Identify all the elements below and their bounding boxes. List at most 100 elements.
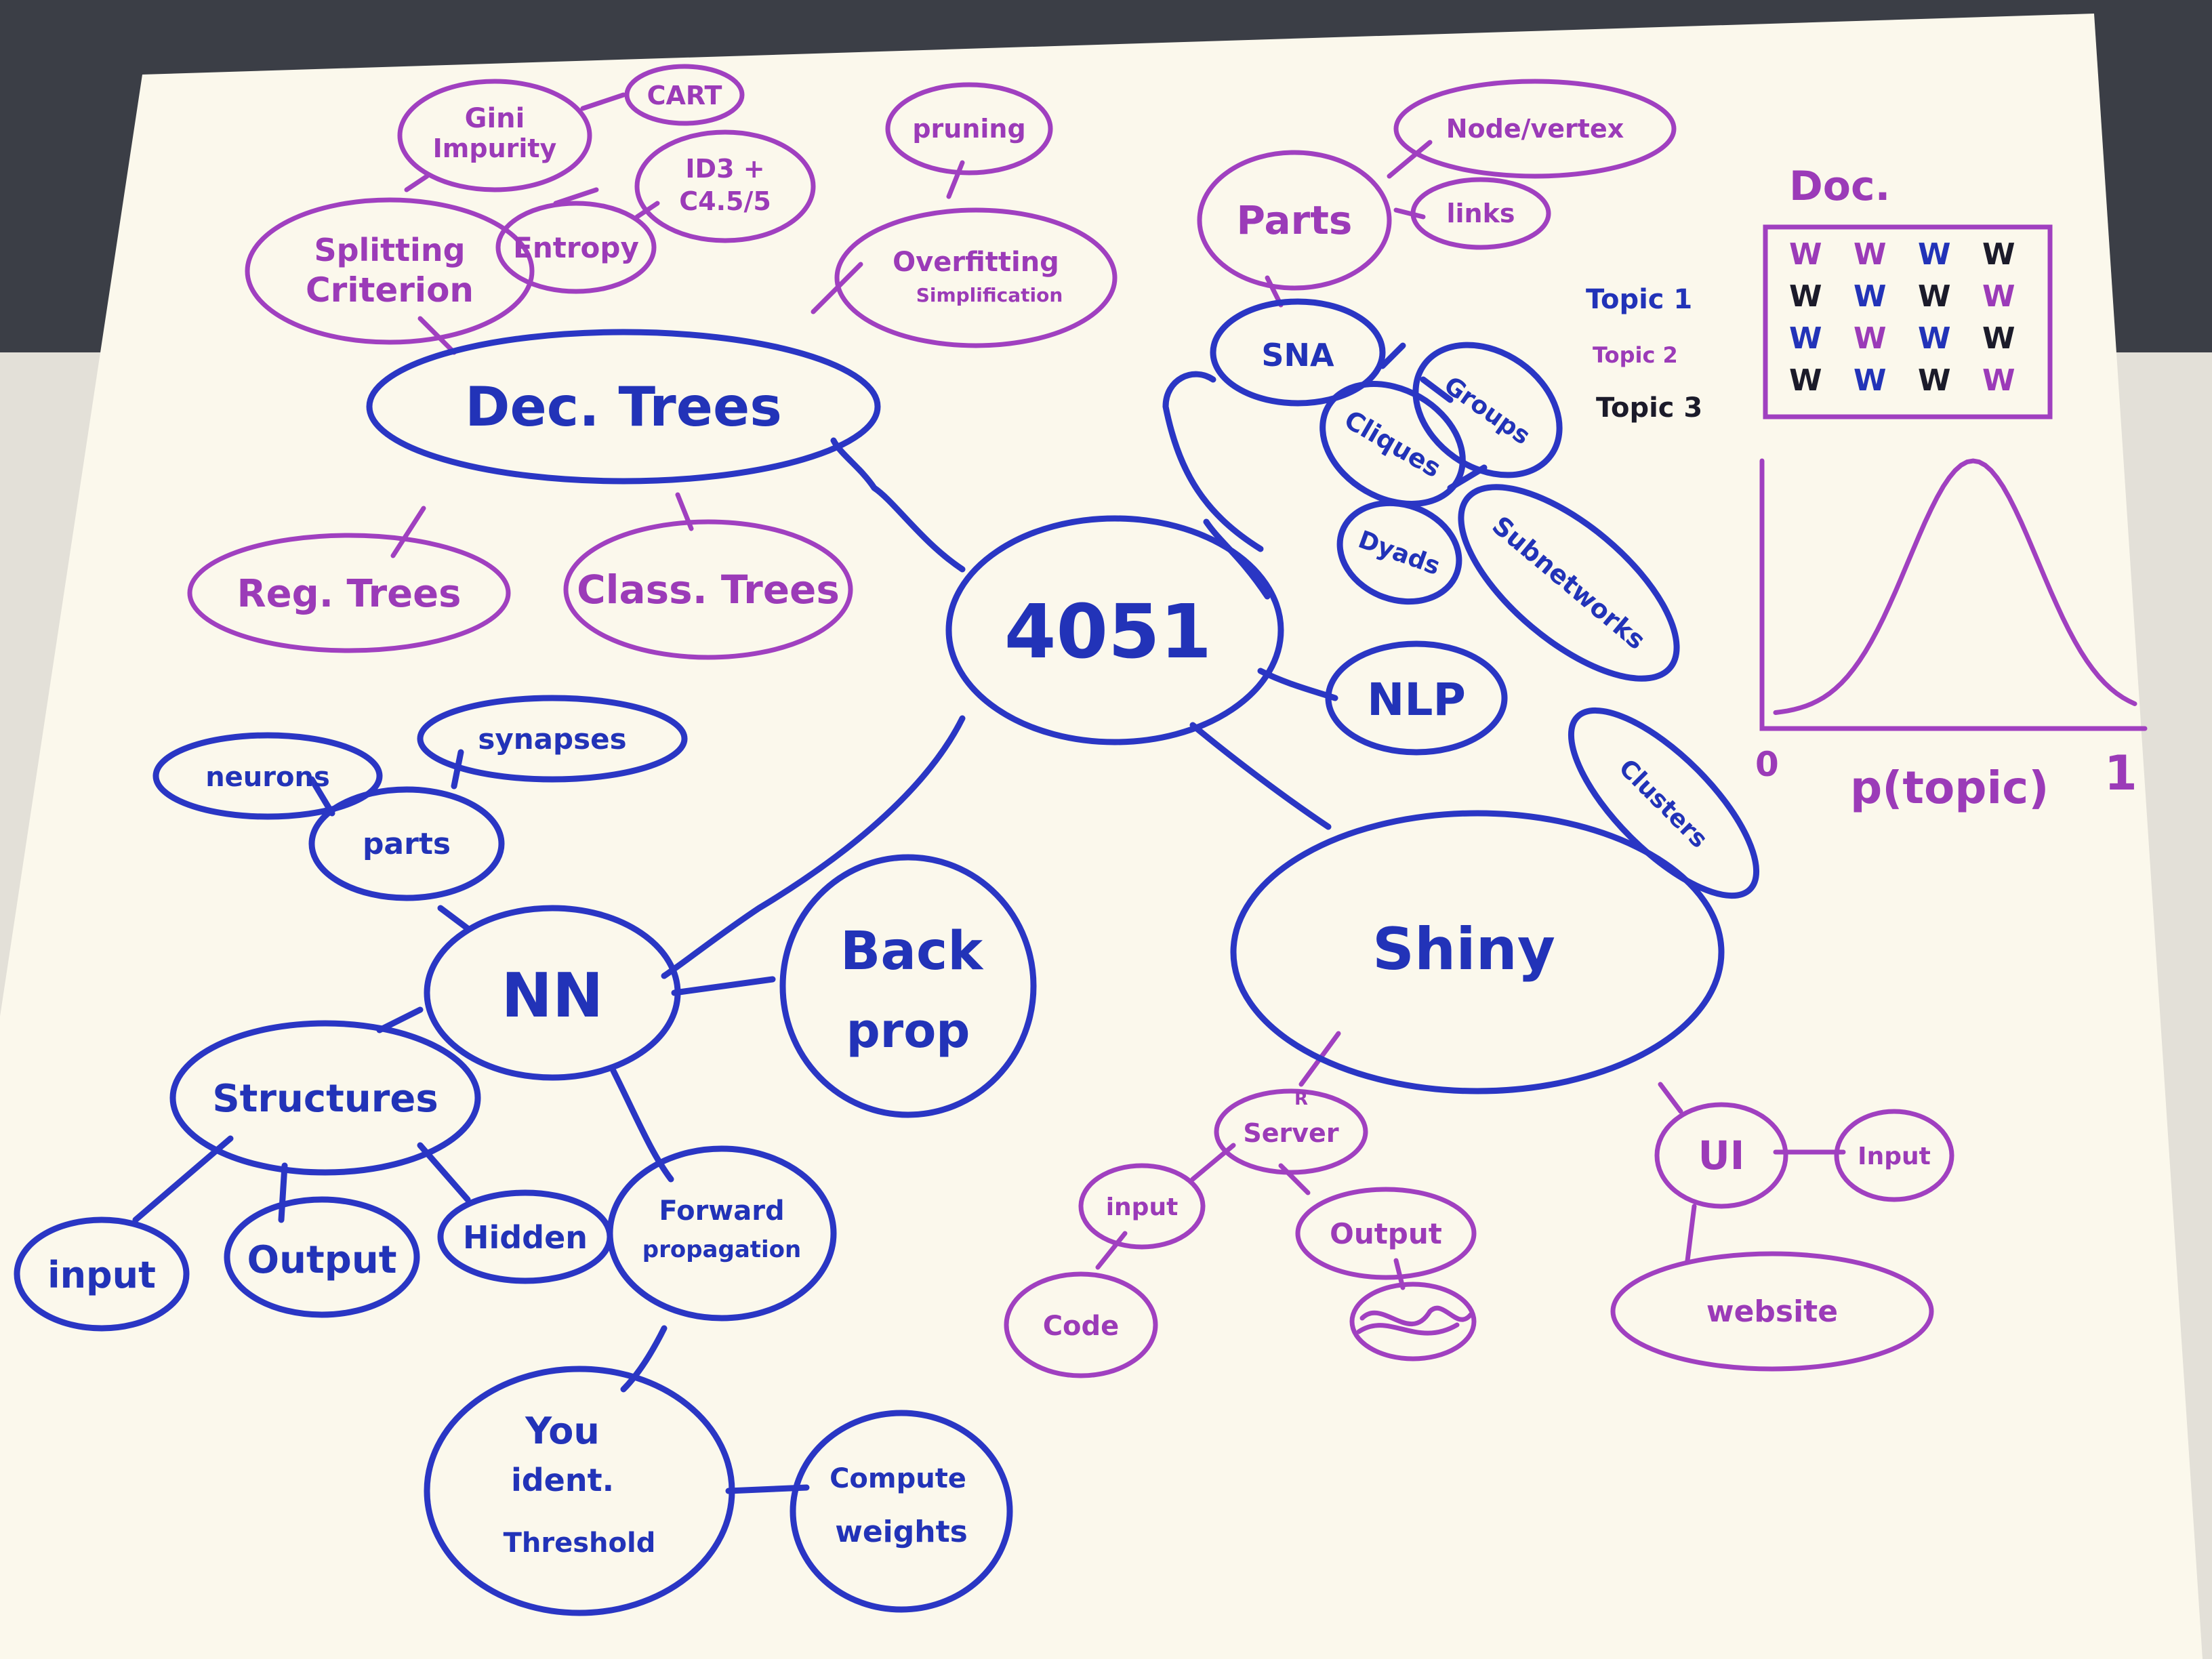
svg-text:Code: Code xyxy=(1043,1311,1120,1342)
node-forward-propagation: Forward propagation xyxy=(607,1145,837,1322)
node-website: website xyxy=(1610,1251,1934,1372)
svg-text:website: website xyxy=(1706,1294,1838,1329)
svg-text:Threshold: Threshold xyxy=(504,1528,656,1559)
svg-text:Structures: Structures xyxy=(212,1077,438,1121)
svg-text:Server: Server xyxy=(1243,1118,1338,1148)
bell-curve xyxy=(1773,458,2137,715)
svg-text:Simplification: Simplification xyxy=(916,284,1063,306)
node-entropy: Entropy xyxy=(495,201,657,294)
svg-text:NLP: NLP xyxy=(1367,674,1466,726)
node-gini-impurity: Gini Impurity xyxy=(397,79,592,192)
svg-text:C4.5/5: C4.5/5 xyxy=(679,186,771,216)
svg-text:Shiny: Shiny xyxy=(1372,916,1555,983)
word-glyph: W xyxy=(1918,237,1951,272)
node-shiny: Shiny xyxy=(1230,810,1725,1094)
node-output-nn: Output xyxy=(224,1196,420,1318)
node-input-server: input xyxy=(1078,1163,1206,1250)
node-node-vertex: Node/vertex xyxy=(1393,79,1677,179)
topic-distribution-curve: 0 1 p(topic) xyxy=(1755,458,2148,814)
node-nn: NN xyxy=(424,905,681,1081)
node-dec-trees: Dec. Trees xyxy=(366,329,881,485)
svg-text:Criterion: Criterion xyxy=(306,270,474,310)
node-backprop: Back prop xyxy=(779,854,1037,1118)
svg-text:4051: 4051 xyxy=(1004,588,1212,675)
scribbled-out-node xyxy=(1349,1282,1477,1361)
node-neurons: neurons xyxy=(152,732,383,820)
word-glyph: W xyxy=(1853,363,1887,398)
node-input-nn: input xyxy=(14,1216,190,1332)
node-parts-nn: parts xyxy=(308,786,505,901)
svg-text:p(topic): p(topic) xyxy=(1850,762,2049,814)
node-synapses: synapses xyxy=(417,695,688,783)
svg-text:You: You xyxy=(525,1410,600,1452)
node-sna: SNA xyxy=(1210,298,1386,407)
word-glyph: W xyxy=(1789,279,1822,314)
word-glyph: W xyxy=(1918,321,1951,356)
svg-text:Gini: Gini xyxy=(465,103,525,134)
svg-text:Output: Output xyxy=(1330,1217,1442,1250)
word-glyph: W xyxy=(1982,363,2015,398)
svg-text:Reg. Trees: Reg. Trees xyxy=(237,572,462,616)
svg-text:Input: Input xyxy=(1858,1143,1931,1170)
svg-text:neurons: neurons xyxy=(205,762,330,793)
node-input-ui: Input xyxy=(1834,1109,1954,1202)
svg-text:Parts: Parts xyxy=(1237,197,1353,243)
svg-text:Back: Back xyxy=(840,921,984,982)
svg-text:Topic 3: Topic 3 xyxy=(1596,392,1702,424)
svg-text:Output: Output xyxy=(247,1238,397,1282)
svg-text:Hidden: Hidden xyxy=(463,1219,588,1256)
svg-text:Forward: Forward xyxy=(659,1195,784,1227)
svg-text:Doc.: Doc. xyxy=(1789,163,1890,210)
svg-text:pruning: pruning xyxy=(912,114,1025,144)
svg-text:input: input xyxy=(1106,1193,1179,1221)
node-center-4051: 4051 xyxy=(945,515,1284,745)
word-glyph: W xyxy=(1789,363,1822,398)
svg-text:synapses: synapses xyxy=(478,722,626,756)
svg-text:NN: NN xyxy=(501,960,604,1031)
topic-legend: Topic 1 Topic 2 Topic 3 xyxy=(1586,284,1702,424)
svg-text:input: input xyxy=(47,1254,156,1296)
node-nlp: NLP xyxy=(1325,640,1508,756)
node-id3: ID3 + C4.5/5 xyxy=(634,129,816,243)
node-compute-weights: Compute weights xyxy=(790,1410,1013,1613)
svg-text:Node/vertex: Node/vertex xyxy=(1446,114,1624,144)
svg-text:R: R xyxy=(1294,1089,1308,1109)
node-reg-trees: Reg. Trees xyxy=(187,533,511,653)
svg-text:1: 1 xyxy=(2104,745,2137,801)
svg-text:Splitting: Splitting xyxy=(314,232,465,268)
node-structures: Structures xyxy=(169,1020,481,1176)
word-glyph: W xyxy=(1982,321,2015,356)
svg-text:prop: prop xyxy=(846,1003,970,1059)
node-splitting-criterion: Splitting Criterion xyxy=(245,197,535,345)
node-class-trees: Class. Trees xyxy=(563,519,853,660)
node-output-server: Output xyxy=(1295,1187,1477,1280)
word-glyph: W xyxy=(1789,321,1822,356)
svg-text:SNA: SNA xyxy=(1261,337,1334,373)
node-code: Code xyxy=(1004,1271,1158,1378)
svg-text:Impurity: Impurity xyxy=(433,134,557,163)
svg-text:CART: CART xyxy=(647,81,722,110)
svg-text:Class. Trees: Class. Trees xyxy=(577,567,840,613)
node-parts-sna: Parts xyxy=(1197,150,1392,291)
svg-text:Topic 1: Topic 1 xyxy=(1586,284,1692,315)
node-threshold: You ident. Threshold xyxy=(424,1366,735,1616)
word-glyph: W xyxy=(1982,279,2015,314)
svg-text:Dec. Trees: Dec. Trees xyxy=(465,375,782,438)
word-glyph: W xyxy=(1853,279,1887,314)
node-r-server: R Server xyxy=(1214,1088,1368,1175)
word-glyph: W xyxy=(1918,363,1951,398)
svg-text:ID3 +: ID3 + xyxy=(685,154,764,184)
paper-sheet xyxy=(0,14,2203,1659)
svg-text:parts: parts xyxy=(363,827,451,861)
svg-text:Overfitting: Overfitting xyxy=(893,247,1059,278)
svg-text:0: 0 xyxy=(1755,745,1779,784)
word-glyph: W xyxy=(1853,237,1887,272)
svg-text:links: links xyxy=(1447,199,1515,228)
purple-connectors xyxy=(390,92,1846,1290)
word-glyph: W xyxy=(1853,321,1887,356)
word-glyph: W xyxy=(1918,279,1951,314)
svg-text:UI: UI xyxy=(1698,1132,1745,1179)
